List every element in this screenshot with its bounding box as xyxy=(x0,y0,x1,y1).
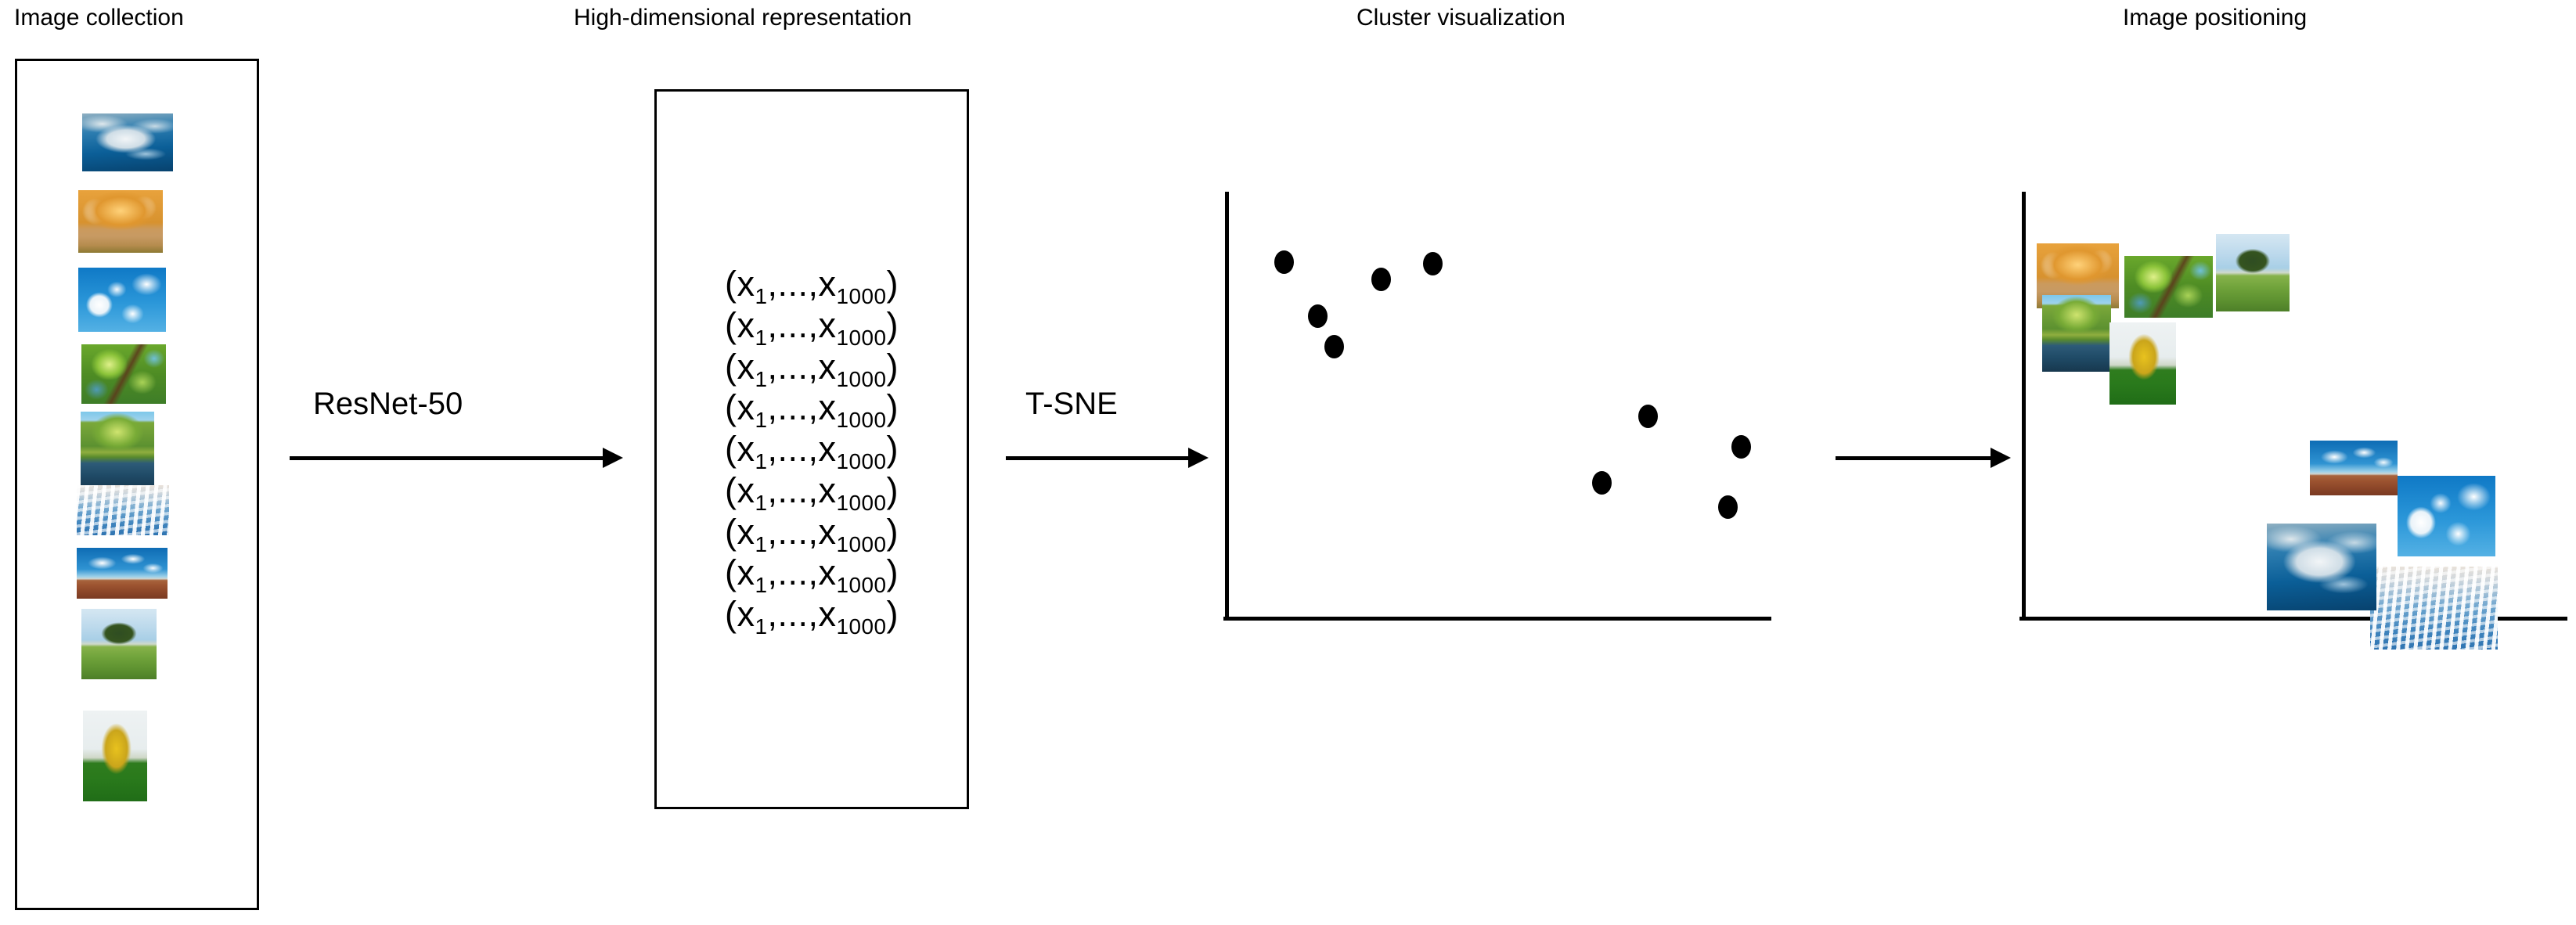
vector-row: (x1,...,x1000) xyxy=(724,346,899,391)
arrow-head-positioning xyxy=(1991,448,2011,468)
heading-image-positioning: Image positioning xyxy=(2123,5,2308,31)
cluster-plot-x-axis xyxy=(1223,617,1771,621)
vector-row: (x1,...,x1000) xyxy=(724,593,899,639)
positioned-thumbnail-green-canopy xyxy=(2124,256,2213,318)
arrow-head-resnet50 xyxy=(603,448,623,468)
scatter-dot xyxy=(1274,250,1294,274)
heading-image-collection: Image collection xyxy=(14,5,184,31)
scatter-dot xyxy=(1308,304,1328,328)
collection-thumbnail-clouds-over-sea xyxy=(82,113,173,171)
positioned-thumbnail-willow-lake xyxy=(2042,295,2111,372)
arrow-line-positioning xyxy=(1836,456,1992,460)
vector-row: (x1,...,x1000) xyxy=(724,552,899,598)
scatter-dot xyxy=(1718,495,1738,519)
collection-thumbnail-golden-poplar xyxy=(83,711,147,801)
collection-thumbnail-red-field-sky xyxy=(77,548,168,599)
vector-row: (x1,...,x1000) xyxy=(724,429,899,474)
scatter-dot xyxy=(1324,335,1344,358)
positioned-thumbnail-golden-poplar xyxy=(2109,322,2176,405)
vector-row: (x1,...,x1000) xyxy=(724,470,899,515)
heading-high-dimensional-representation: High-dimensional representation xyxy=(574,5,912,31)
scatter-dot xyxy=(1423,252,1443,275)
heading-cluster-visualization: Cluster visualization xyxy=(1356,5,1565,31)
vector-row: (x1,...,x1000) xyxy=(724,511,899,556)
positioning-plot-y-axis xyxy=(2022,192,2026,621)
arrow-line-tsne xyxy=(1006,456,1190,460)
collection-thumbnail-blue-sky-clouds xyxy=(78,268,166,332)
arrow-label-resnet50: ResNet-50 xyxy=(313,387,463,421)
scatter-dot xyxy=(1592,471,1612,495)
vector-row: (x1,...,x1000) xyxy=(724,305,899,351)
arrow-head-tsne xyxy=(1188,448,1209,468)
scatter-dot xyxy=(1731,435,1751,459)
arrow-label-tsne: T-SNE xyxy=(1025,387,1118,421)
vector-row-list: (x1,...,x1000)(x1,...,x1000)(x1,...,x100… xyxy=(654,89,969,809)
positioned-thumbnail-clouds-over-sea xyxy=(2267,524,2376,610)
collection-thumbnail-autumn-oak xyxy=(78,190,163,253)
positioned-thumbnail-altocumulus xyxy=(2370,567,2498,650)
positioned-thumbnail-blue-sky-clouds xyxy=(2398,476,2495,556)
positioned-thumbnail-red-field-sky xyxy=(2310,441,2398,495)
collection-thumbnail-willow-lake xyxy=(81,412,154,490)
positioned-thumbnail-lone-tree-meadow xyxy=(2216,234,2290,311)
positioning-plot-x-axis xyxy=(2019,617,2567,621)
vector-row: (x1,...,x1000) xyxy=(724,264,899,309)
vector-row: (x1,...,x1000) xyxy=(724,387,899,433)
collection-thumbnail-green-canopy xyxy=(81,344,166,404)
cluster-plot-y-axis xyxy=(1225,192,1229,621)
arrow-line-resnet50 xyxy=(290,456,603,460)
high-dimensional-representation-box xyxy=(654,89,969,809)
collection-thumbnail-lone-tree-meadow xyxy=(81,609,157,679)
scatter-dot xyxy=(1638,405,1658,428)
scatter-dot xyxy=(1371,268,1391,291)
collection-thumbnail-altocumulus xyxy=(77,485,169,535)
